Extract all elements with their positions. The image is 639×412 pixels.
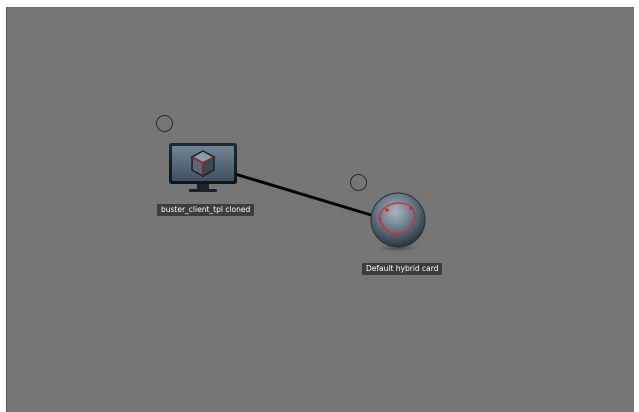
globe-icon <box>370 192 426 252</box>
topology-scene: buster_client_tpl cloned <box>7 8 634 412</box>
node-label: Default hybrid card <box>362 263 443 275</box>
vm-node[interactable] <box>167 142 239 194</box>
hybrid-card-node[interactable] <box>367 191 429 253</box>
node-status-indicator[interactable] <box>156 115 173 132</box>
topology-canvas[interactable]: buster_client_tpl cloned <box>6 7 634 412</box>
node-label: buster_client_tpl cloned <box>157 204 255 216</box>
monitor-cube-icon <box>169 143 237 192</box>
connection-link[interactable] <box>7 8 634 412</box>
node-status-indicator[interactable] <box>350 174 367 191</box>
